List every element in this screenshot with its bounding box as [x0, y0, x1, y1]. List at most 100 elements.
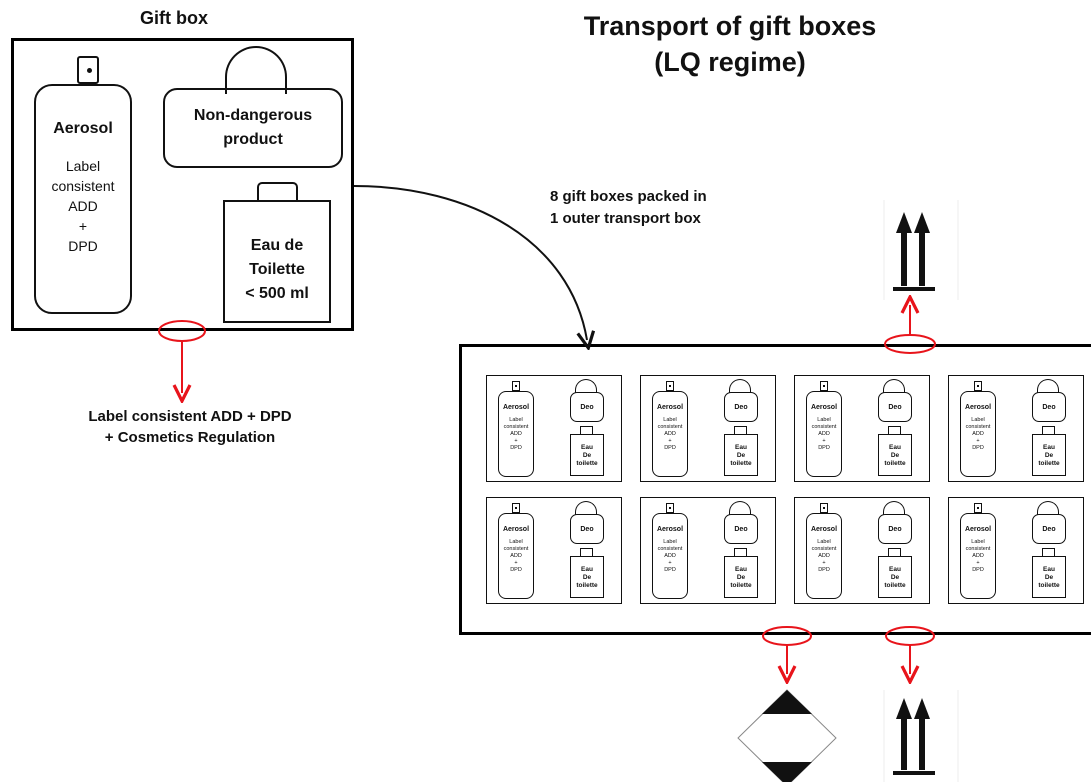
outer-box-bottom-ellipse-right: [885, 626, 935, 646]
mini-deo-lid-icon: [1037, 379, 1059, 393]
mini-aerosol-label: Aerosol: [810, 526, 838, 533]
mini-aerosol-label: Aerosol: [810, 404, 838, 411]
orientation-arrows-icon-bottom: [883, 690, 959, 782]
mini-aerosol-cap-icon: [974, 381, 982, 391]
aerosol-label-text: Label consistent ADD + DPD: [51, 158, 115, 254]
mini-bottle-neck-icon: [734, 548, 747, 556]
mini-eau-de-toilette: Eau De toilette: [878, 434, 912, 476]
mini-aerosol-label-text: Label consistent ADD + DPD: [503, 539, 529, 573]
mini-deo-lid-icon: [575, 379, 597, 393]
mini-aerosol-label: Aerosol: [656, 404, 684, 411]
mini-aerosol-cap-icon: [974, 503, 982, 513]
mini-deo-lid-icon: [883, 379, 905, 393]
mini-eau-de-toilette: Eau De toilette: [570, 556, 604, 598]
gift-box-label-ellipse: [158, 320, 206, 342]
mini-aerosol-label: Aerosol: [656, 526, 684, 533]
mini-deo: Deo: [878, 392, 912, 422]
mini-eau-de-toilette: Eau De toilette: [570, 434, 604, 476]
aerosol-can: Aerosol Label consistent ADD + DPD: [34, 84, 132, 314]
mini-aerosol-label-text: Label consistent ADD + DPD: [965, 539, 991, 573]
mini-aerosol-cap-icon: [820, 503, 828, 513]
mini-aerosol-cap-icon: [820, 381, 828, 391]
mini-aerosol-label: Aerosol: [964, 526, 992, 533]
mini-eau-de-toilette: Eau De toilette: [724, 556, 758, 598]
outer-box-bottom-ellipse-left: [762, 626, 812, 646]
bottle-neck-icon: [257, 182, 298, 202]
mini-deo: Deo: [570, 392, 604, 422]
mini-bottle-neck-icon: [888, 426, 901, 434]
packing-caption-line-1: 8 gift boxes packed in: [550, 188, 707, 205]
eau-de-toilette-bottle: Eau de Toilette < 500 ml: [223, 200, 331, 323]
limited-quantity-diamond-icon: [737, 689, 837, 782]
mini-deo-lid-icon: [1037, 501, 1059, 515]
mini-eau-de-toilette: Eau De toilette: [1032, 434, 1066, 476]
mini-aerosol-label-text: Label consistent ADD + DPD: [811, 417, 837, 451]
mini-deo: Deo: [570, 514, 604, 544]
mini-bottle-neck-icon: [1042, 548, 1055, 556]
outer-transport-box: [459, 344, 1091, 635]
mini-aerosol-label: Aerosol: [502, 404, 530, 411]
packing-caption-line-2: 1 outer transport box: [550, 210, 701, 227]
mini-deo-lid-icon: [729, 379, 751, 393]
outer-box-top-ellipse: [884, 334, 936, 354]
mini-deo-lid-icon: [729, 501, 751, 515]
mini-bottle-neck-icon: [580, 548, 593, 556]
gift-box-heading: Gift box: [140, 8, 208, 28]
mini-eau-de-toilette: Eau De toilette: [878, 556, 912, 598]
mini-deo-lid-icon: [883, 501, 905, 515]
packing-connector-arrow: [353, 185, 587, 340]
non-dangerous-product: Non-dangerous product: [163, 88, 343, 168]
mini-aerosol-label-text: Label consistent ADD + DPD: [811, 539, 837, 573]
mini-aerosol-cap-icon: [666, 503, 674, 513]
mini-aerosol-label-text: Label consistent ADD + DPD: [657, 417, 683, 451]
label-caption: Label consistent ADD + DPD + Cosmetics R…: [60, 406, 320, 448]
mini-deo: Deo: [1032, 392, 1066, 422]
mini-aerosol-label-text: Label consistent ADD + DPD: [657, 539, 683, 573]
mini-bottle-neck-icon: [580, 426, 593, 434]
mini-aerosol-label: Aerosol: [964, 404, 992, 411]
packing-caption: 8 gift boxes packed in 1 outer transport…: [550, 186, 707, 230]
mini-aerosol-cap-icon: [512, 503, 520, 513]
mini-deo: Deo: [724, 392, 758, 422]
mini-deo: Deo: [724, 514, 758, 544]
orientation-arrows-icon-top: [883, 200, 959, 300]
mini-aerosol-label-text: Label consistent ADD + DPD: [503, 417, 529, 451]
label-caption-line-2: + Cosmetics Regulation: [104, 429, 276, 446]
mini-aerosol-cap-icon: [512, 381, 520, 391]
label-caption-line-1: Label consistent ADD + DPD: [88, 408, 292, 425]
mini-aerosol-label-text: Label consistent ADD + DPD: [965, 417, 991, 451]
title-line-2: (LQ regime): [654, 47, 806, 77]
page-title: Transport of gift boxes (LQ regime): [520, 8, 940, 80]
mini-bottle-neck-icon: [1042, 426, 1055, 434]
mini-deo-lid-icon: [575, 501, 597, 515]
title-line-1: Transport of gift boxes: [583, 11, 877, 41]
aerosol-cap-icon: [77, 56, 99, 84]
mini-aerosol-cap-icon: [666, 381, 674, 391]
mini-eau-de-toilette: Eau De toilette: [724, 434, 758, 476]
mini-bottle-neck-icon: [734, 426, 747, 434]
gift-box-outline: [11, 38, 354, 331]
aerosol-label: Aerosol: [53, 120, 113, 137]
product-lid-icon: [225, 46, 287, 94]
mini-aerosol-label: Aerosol: [502, 526, 530, 533]
mini-eau-de-toilette: Eau De toilette: [1032, 556, 1066, 598]
mini-bottle-neck-icon: [888, 548, 901, 556]
mini-deo: Deo: [1032, 514, 1066, 544]
mini-deo: Deo: [878, 514, 912, 544]
